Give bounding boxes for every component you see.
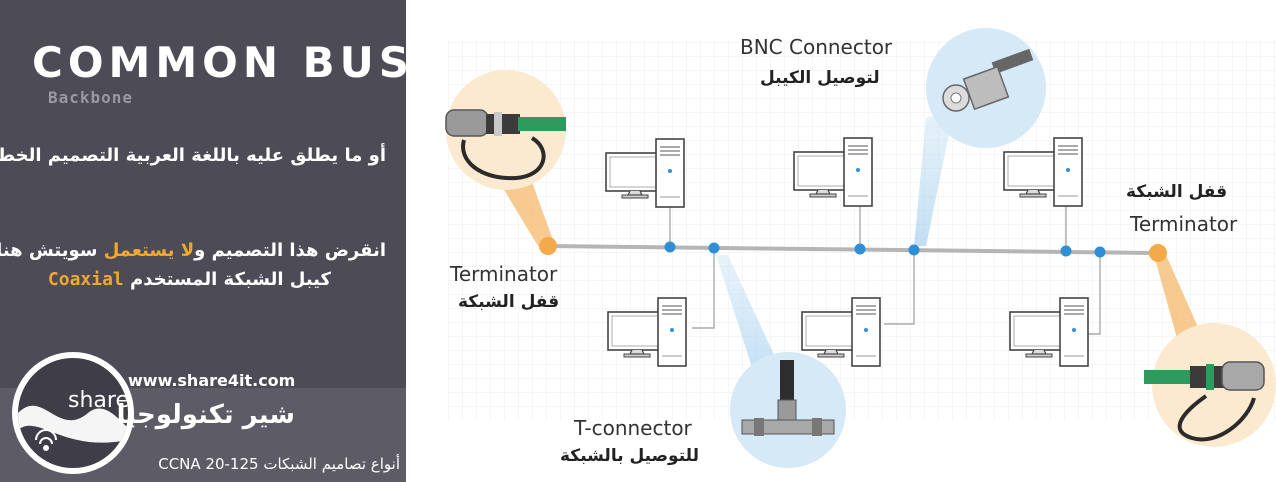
t-junction-node bbox=[854, 243, 866, 255]
t-junction-node bbox=[1094, 246, 1106, 258]
logo-wave-icon bbox=[18, 405, 128, 468]
diagram-title: COMMON BUS bbox=[32, 38, 406, 87]
coaxial-highlight: Coaxial bbox=[47, 269, 124, 290]
arabic-description-line3: كيبل الشبكة المستخدم Coaxial bbox=[1, 269, 331, 290]
bnc-beam bbox=[914, 110, 954, 246]
t-junction-node bbox=[1060, 245, 1072, 257]
left-panel: COMMON BUS Backbone أو ما يطلق عليه بالل… bbox=[0, 0, 406, 482]
line2-text-a: انقرض هذا التصميم و bbox=[194, 240, 386, 261]
bnc-label-en: BNC Connector bbox=[740, 35, 893, 59]
t-connector-icon bbox=[730, 352, 846, 468]
brand-name: شير تكنولوجيا bbox=[116, 400, 295, 430]
terminator-left-label-ar: قفل الشبكة bbox=[458, 292, 560, 312]
line2-text-b: سويتش هنا bbox=[0, 240, 104, 261]
terminator-right-label-ar: قفل الشبكة bbox=[1126, 182, 1228, 202]
wifi-icon bbox=[35, 429, 57, 451]
terminator-connector-icon bbox=[1144, 323, 1276, 447]
t-junction-node bbox=[908, 244, 920, 256]
bus-backbone bbox=[545, 244, 1159, 255]
bus-topology-diagram: BNC Connector لتوصيل الكيبل Terminator ق… bbox=[406, 0, 1276, 482]
diagram-canvas bbox=[445, 28, 1276, 468]
arabic-description-line1: أو ما يطلق عليه باللغة العربية التصميم ا… bbox=[0, 145, 386, 166]
diagram-subtitle: Backbone bbox=[48, 88, 134, 107]
tconnector-beam bbox=[716, 255, 782, 380]
share-logo: share bbox=[12, 352, 134, 474]
left-terminator-node bbox=[539, 237, 557, 255]
bnc-connector-icon bbox=[926, 28, 1046, 148]
right-terminator-node bbox=[1149, 244, 1167, 262]
line3-text-a: كيبل الشبكة المستخدم bbox=[123, 269, 331, 290]
terminator-connector-icon bbox=[445, 70, 566, 190]
logo-circle: share bbox=[18, 358, 128, 468]
tconnector-label-ar: للتوصيل بالشبكة bbox=[560, 446, 699, 466]
logo-text: share bbox=[68, 388, 128, 413]
terminator-right-label-en: Terminator bbox=[1130, 212, 1238, 236]
footer-caption: أنواع تصاميم الشبكات CCNA 20-125 bbox=[158, 455, 400, 473]
arabic-description-line2: انقرض هذا التصميم ولا يستعمل سويتش هنا bbox=[0, 240, 386, 261]
t-junction-node bbox=[708, 242, 720, 254]
bnc-label-ar: لتوصيل الكيبل bbox=[760, 68, 880, 88]
right-terminator-beam bbox=[1154, 255, 1202, 342]
t-junction-node bbox=[664, 241, 676, 253]
t-junctions bbox=[664, 241, 1106, 258]
tconnector-label-en: T-connector bbox=[574, 416, 692, 440]
terminator-left-label-en: Terminator bbox=[450, 262, 558, 286]
site-url: www.share4it.com bbox=[128, 371, 296, 390]
line2-highlight: لا يستعمل bbox=[103, 240, 195, 261]
